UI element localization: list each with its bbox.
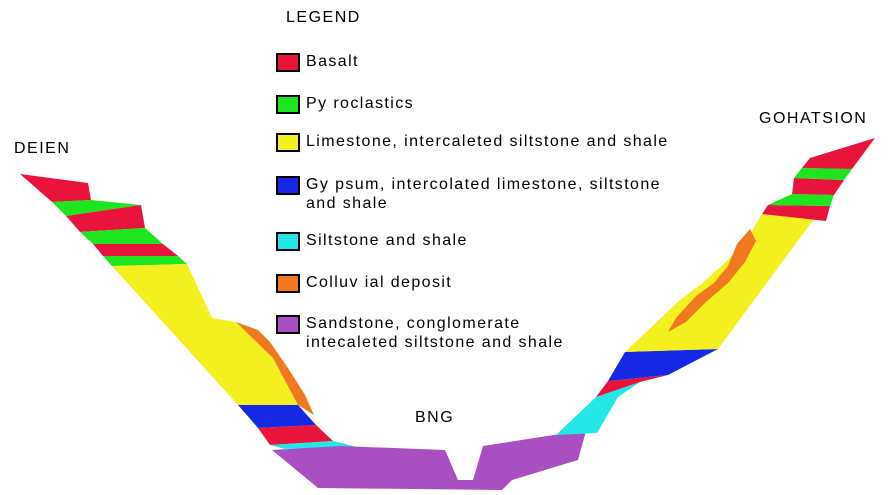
gohatsion-label: GOHATSION: [759, 110, 867, 128]
legend-label-colluvial: Colluv ial deposit: [306, 273, 452, 292]
legend-label-gypsum: Gy psum, intercolated limestone, siltsto…: [306, 175, 661, 213]
legend-swatch-pyroclastics: [276, 95, 300, 114]
left-basalt-2: [93, 244, 178, 256]
legend-item-limestone: Limestone, intercaleted siltstone and sh…: [276, 132, 669, 152]
legend-item-sandstone: Sandstone, conglomerate intecaleted silt…: [276, 314, 564, 352]
legend-swatch-siltstone: [276, 232, 300, 251]
legend-label-siltstone: Siltstone and shale: [306, 231, 468, 250]
legend-swatch-gypsum: [276, 176, 300, 195]
deien-label: DEIEN: [14, 140, 70, 158]
legend-swatch-sandstone: [276, 315, 300, 334]
legend-swatch-basalt: [276, 53, 300, 72]
right-siltstone: [556, 382, 640, 435]
legend-label-basalt: Basalt: [306, 52, 359, 71]
bng-label: BNG: [415, 409, 454, 427]
legend-swatch-limestone: [276, 133, 300, 152]
legend-swatch-colluvial: [276, 274, 300, 293]
right-pyroclastics-1: [794, 168, 852, 180]
legend-item-gypsum: Gy psum, intercolated limestone, siltsto…: [276, 175, 661, 213]
legend-item-basalt: Basalt: [276, 52, 359, 72]
legend-label-limestone: Limestone, intercaleted siltstone and sh…: [306, 132, 669, 151]
legend-item-colluvial: Colluv ial deposit: [276, 273, 452, 293]
right-pyroclastics-2: [768, 194, 834, 206]
right-basalt-1: [792, 178, 844, 195]
right-basalt-cap: [802, 138, 875, 169]
left-limestone: [112, 264, 298, 405]
left-basalt-cap: [20, 174, 91, 202]
legend-label-sandstone: Sandstone, conglomerate intecaleted silt…: [306, 314, 564, 352]
legend-title: LEGEND: [286, 9, 361, 27]
legend-item-pyroclastics: Py roclastics: [276, 94, 414, 114]
legend-label-pyroclastics: Py roclastics: [306, 94, 414, 113]
legend-item-siltstone: Siltstone and shale: [276, 231, 468, 251]
